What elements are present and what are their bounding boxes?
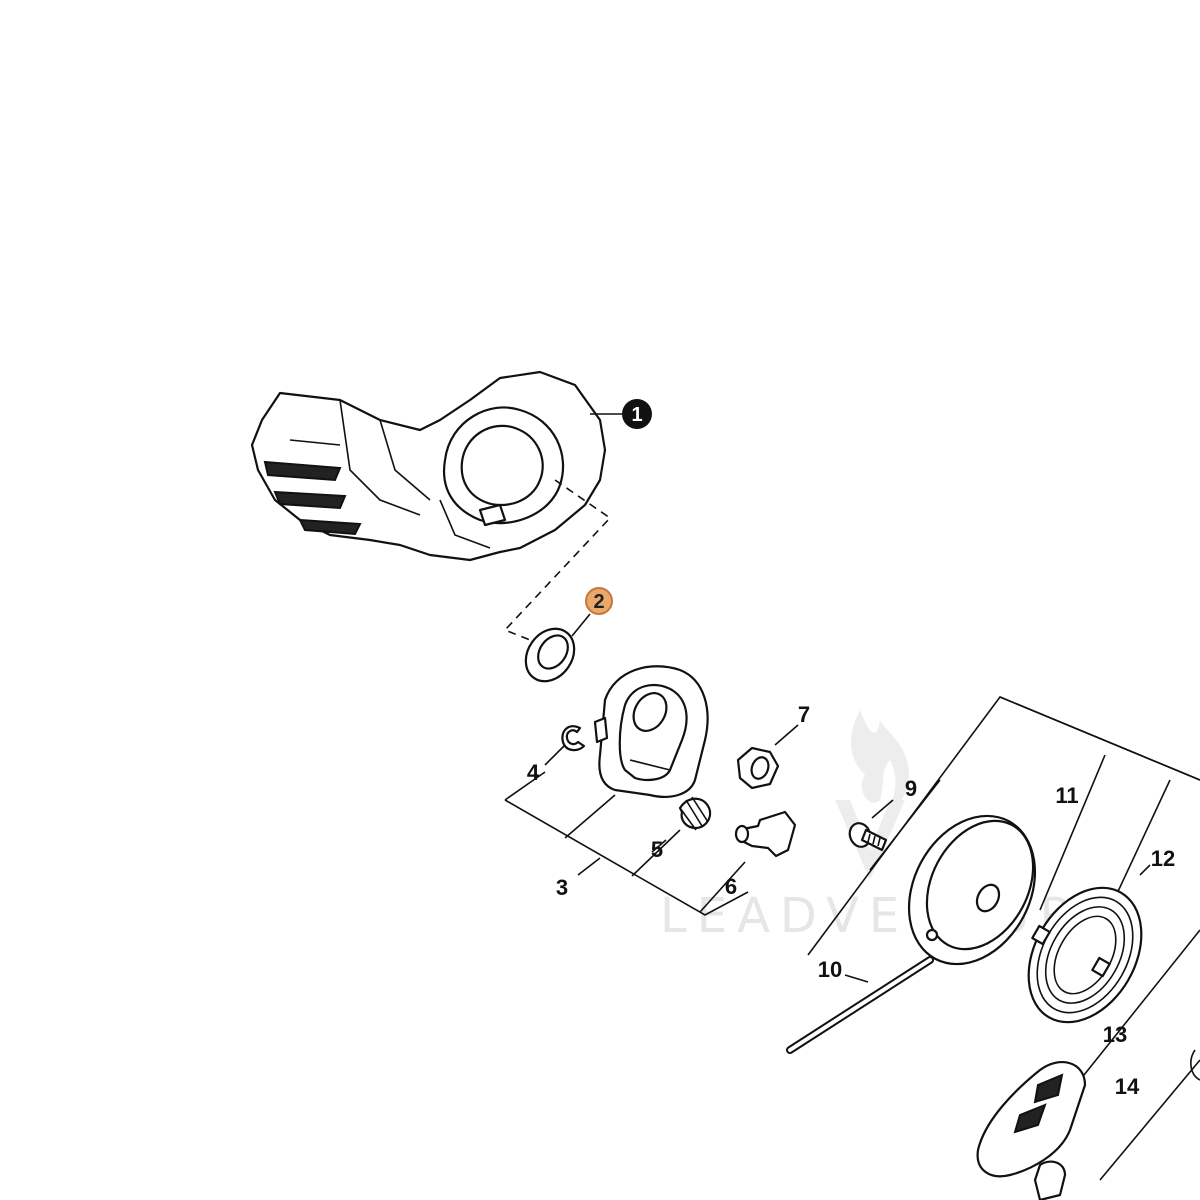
leader-10 [844,974,869,983]
callout-10-label[interactable]: 10 [818,957,842,982]
part-starter-housing[interactable] [250,370,607,562]
part-rope-rotor[interactable] [884,794,1060,986]
part-torsion-spring[interactable] [678,796,712,831]
part-hex-nut[interactable] [736,746,780,790]
part-shoulder-screw[interactable] [846,820,888,852]
callout-7-label[interactable]: 7 [798,702,810,727]
bracket-tick-3 [564,794,616,839]
bracket-tick-6 [699,861,746,913]
bracket-tick-4 [504,771,546,801]
part-offscreen-edge [1190,1049,1200,1081]
callout-11-label[interactable]: 11 [1055,783,1078,808]
part-starter-rope[interactable] [786,956,934,1054]
callout-9-label[interactable]: 9 [905,776,917,801]
callout-5-label[interactable]: 5 [651,837,663,862]
part-rope-guide-housing[interactable] [593,665,709,798]
assembly-dashed-line [503,479,612,651]
leader-12 [1139,864,1151,876]
callout-2[interactable]: 2 [585,587,613,615]
callout-13-label[interactable]: 13 [1103,1022,1127,1047]
callout-1-marker [622,399,652,429]
leader-3 [577,857,601,876]
callout-1[interactable]: 1 [622,399,652,429]
callout-2-label: 2 [593,591,604,613]
part-circlip[interactable] [561,725,586,752]
bracket-tick-9 [869,779,941,871]
part-seal-ring[interactable] [516,619,584,690]
bracket-top [999,696,1200,781]
callout-6-label[interactable]: 6 [725,874,737,899]
bracket-group-3 [504,799,749,916]
bracket-lower-b [1099,1059,1200,1181]
callout-12-label[interactable]: 12 [1151,846,1175,871]
callout-14-label[interactable]: 14 [1115,1074,1140,1099]
callout-3-label[interactable]: 3 [556,875,568,900]
bracket-tick-11 [1039,754,1106,911]
part-starter-grip[interactable] [976,1061,1087,1200]
leader-5-tick [651,839,667,853]
leader-7 [774,724,799,746]
part-rewind-spring[interactable] [1006,868,1165,1043]
leader-4 [544,744,566,766]
callout-2-marker [585,587,613,615]
watermark-flame-logo [835,710,909,880]
leader-2 [571,613,591,637]
bracket-tick-5 [631,829,681,877]
leader-9 [871,799,894,819]
callout-4-label[interactable]: 4 [527,760,540,785]
part-pawl[interactable] [734,810,797,858]
callout-1-label: 1 [631,404,642,426]
